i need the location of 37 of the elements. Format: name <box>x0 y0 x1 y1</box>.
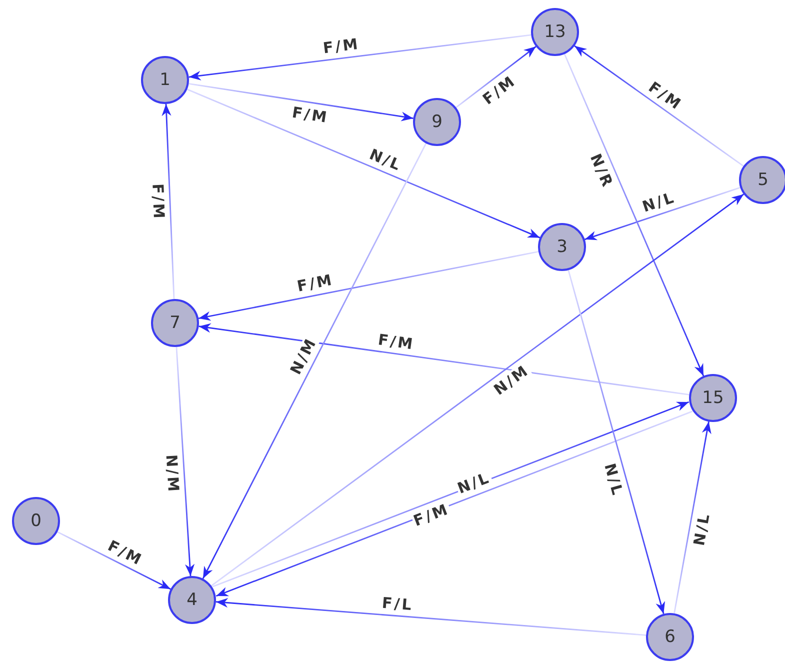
arrow <box>568 270 666 614</box>
arrow <box>198 250 539 321</box>
arrow <box>198 323 690 396</box>
graph-node <box>12 497 60 545</box>
node-label: 7 <box>170 313 180 333</box>
arrow <box>186 88 540 238</box>
node-label: 3 <box>556 237 568 257</box>
arrow <box>456 46 536 108</box>
node-label: 6 <box>664 627 676 647</box>
arrow <box>57 531 171 590</box>
arrow <box>564 54 704 376</box>
arrow <box>216 598 646 636</box>
arrow <box>674 422 712 614</box>
arrow <box>188 34 532 80</box>
node-label: 5 <box>758 170 768 190</box>
node-label: 15 <box>702 388 724 408</box>
arrow <box>188 82 414 122</box>
graph-node <box>538 223 586 271</box>
node-label: 13 <box>544 22 566 42</box>
arrow <box>584 186 740 240</box>
arrow <box>176 346 195 576</box>
node-label: 9 <box>432 112 442 132</box>
graph-node <box>141 56 189 104</box>
arrow <box>162 104 175 300</box>
node-label: 1 <box>160 70 170 90</box>
graph-node <box>168 576 216 624</box>
graph-node <box>646 613 694 661</box>
graph-node <box>531 8 579 56</box>
arrow <box>202 143 427 579</box>
node-label: 0 <box>30 511 42 531</box>
arrow <box>210 194 744 586</box>
graph-node <box>689 374 737 422</box>
graph-node <box>151 299 199 347</box>
arrow <box>574 45 744 167</box>
node-label: 4 <box>186 590 198 610</box>
graph-node <box>413 98 461 146</box>
graph-node <box>739 156 785 204</box>
